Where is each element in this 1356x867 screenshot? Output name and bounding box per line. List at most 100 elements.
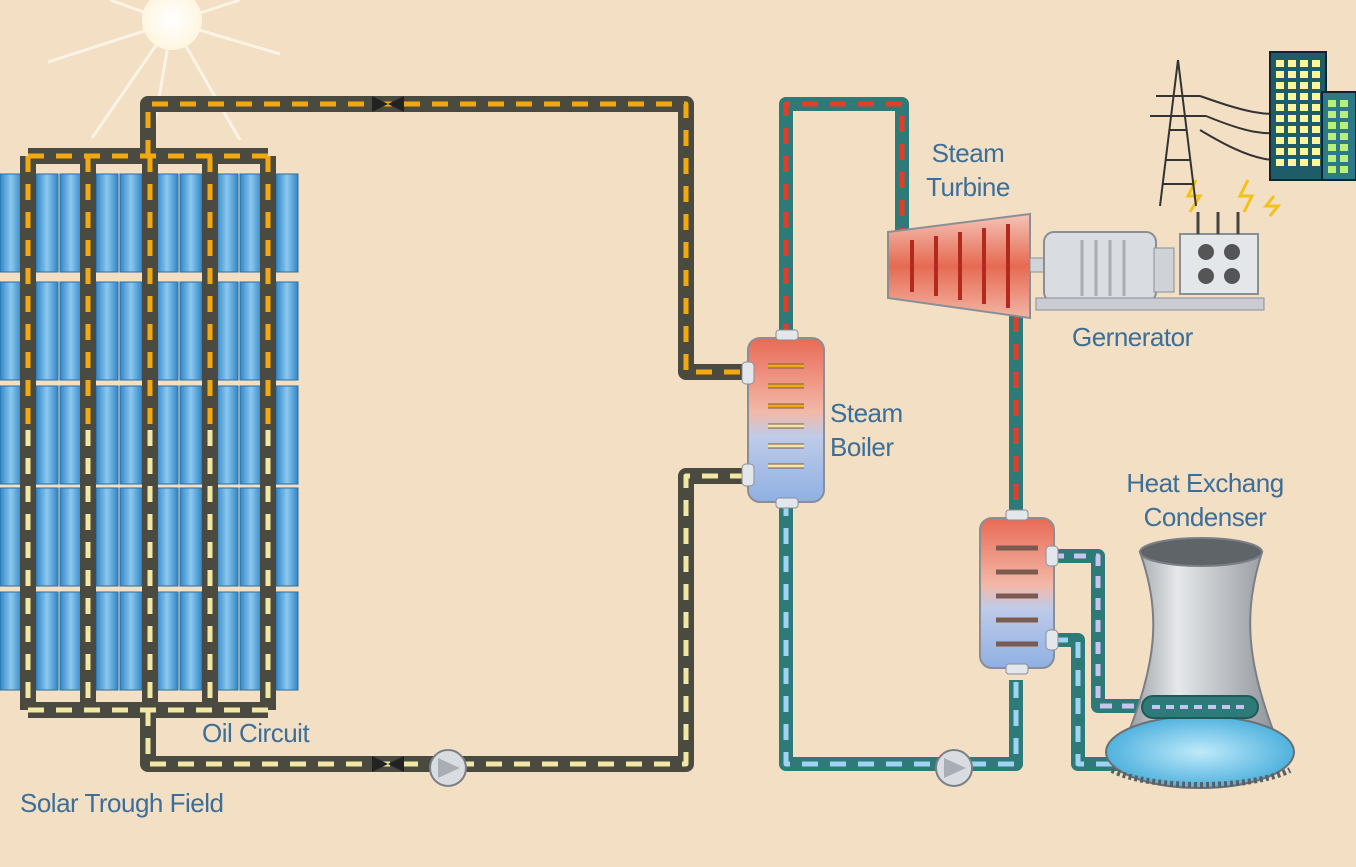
steam-turbine-label-line2: Turbine xyxy=(926,172,1010,202)
city-building xyxy=(1269,51,1356,181)
mirror-panel xyxy=(119,591,143,691)
mirror-panel xyxy=(119,487,143,587)
mirror-panel xyxy=(215,591,239,691)
building-window xyxy=(1340,122,1348,129)
pump-water xyxy=(935,749,973,787)
mirror-panel xyxy=(0,385,23,485)
cooling-tower xyxy=(1105,537,1295,789)
mirror-panel xyxy=(239,281,263,381)
oil-circuit-pipes xyxy=(20,96,752,772)
mirror-panel xyxy=(275,385,299,485)
oil-circuit-label: Oil Circuit xyxy=(202,718,310,748)
mirror-panel xyxy=(239,487,263,587)
building-window xyxy=(1276,159,1284,166)
building-window xyxy=(1288,93,1296,100)
mirror-panel xyxy=(119,281,143,381)
building-window xyxy=(1340,166,1348,173)
building-window xyxy=(1276,148,1284,155)
mirror-panel xyxy=(59,487,83,587)
building-window xyxy=(1276,126,1284,133)
mirror-panel xyxy=(119,173,143,273)
mirror-panel xyxy=(215,173,239,273)
building-window xyxy=(1328,155,1336,162)
mirror-panel xyxy=(239,173,263,273)
heat-exchanger-condenser xyxy=(979,509,1059,675)
building-window xyxy=(1288,159,1296,166)
building-window xyxy=(1300,93,1308,100)
mirror-panel xyxy=(155,173,179,273)
building-window xyxy=(1312,137,1320,144)
mirror-panel xyxy=(35,591,59,691)
mirror-panel xyxy=(239,591,263,691)
steam-boiler-label-line2: Boiler xyxy=(830,432,894,462)
mirror-panel xyxy=(95,281,119,381)
mirror-panel xyxy=(95,173,119,273)
mirror-panel xyxy=(0,281,23,381)
building-window xyxy=(1312,82,1320,89)
transformer xyxy=(1179,179,1282,295)
building-window xyxy=(1276,93,1284,100)
building-window xyxy=(1340,144,1348,151)
mirror-panel xyxy=(275,487,299,587)
mirror-panel xyxy=(0,173,23,273)
building-window xyxy=(1312,93,1320,100)
mirror-panel xyxy=(59,281,83,381)
mirror-panel xyxy=(179,281,203,381)
pump-oil xyxy=(429,749,467,787)
building-window xyxy=(1312,148,1320,155)
building-window xyxy=(1300,137,1308,144)
steam-circuit-pipes xyxy=(779,97,1140,771)
building-window xyxy=(1312,115,1320,122)
building-window xyxy=(1328,100,1336,107)
building-window xyxy=(1300,159,1308,166)
mirror-panel xyxy=(215,385,239,485)
mirror-panel xyxy=(179,591,203,691)
building-window xyxy=(1288,82,1296,89)
building-window xyxy=(1340,133,1348,140)
mirror-panel xyxy=(215,487,239,587)
generator-label: Gernerator xyxy=(1072,322,1193,352)
mirror-panel xyxy=(179,385,203,485)
building-window xyxy=(1300,115,1308,122)
valve-bottom xyxy=(372,756,404,772)
building-window xyxy=(1328,144,1336,151)
mirror-panel xyxy=(155,487,179,587)
mirror-panel xyxy=(95,487,119,587)
building-window xyxy=(1276,71,1284,78)
mirror-panel xyxy=(59,591,83,691)
mirror-panel xyxy=(59,385,83,485)
mirror-panel xyxy=(179,487,203,587)
building-window xyxy=(1300,104,1308,111)
building-window xyxy=(1288,71,1296,78)
solar-mirror-panels xyxy=(0,173,299,691)
heat-exchang-label-line2: Condenser xyxy=(1143,502,1267,532)
solar-trough-field-label: Solar Trough Field xyxy=(20,788,224,818)
mirror-panel xyxy=(119,385,143,485)
mirror-panel xyxy=(0,591,23,691)
building-window xyxy=(1276,60,1284,67)
generator xyxy=(1035,231,1265,311)
mirror-panel xyxy=(0,487,23,587)
building-window xyxy=(1340,111,1348,118)
building-window xyxy=(1312,126,1320,133)
steam-boiler xyxy=(741,329,825,509)
mirror-panel xyxy=(275,281,299,381)
building-window xyxy=(1288,104,1296,111)
building-window xyxy=(1276,82,1284,89)
mirror-panel xyxy=(215,281,239,381)
building-window xyxy=(1288,60,1296,67)
steam-turbine-label-line1: Steam xyxy=(931,138,1005,168)
building-window xyxy=(1288,126,1296,133)
steam-boiler-label-line1: Steam xyxy=(830,398,903,428)
building-window xyxy=(1340,100,1348,107)
heat-exchang-label: Heat Exchang Condenser xyxy=(1110,466,1300,534)
building-window xyxy=(1300,126,1308,133)
mirror-panel xyxy=(95,591,119,691)
mirror-panel xyxy=(275,591,299,691)
building-window xyxy=(1312,104,1320,111)
building-window xyxy=(1276,115,1284,122)
building-window xyxy=(1276,104,1284,111)
heat-exchang-label-line1: Heat Exchang xyxy=(1126,468,1284,498)
